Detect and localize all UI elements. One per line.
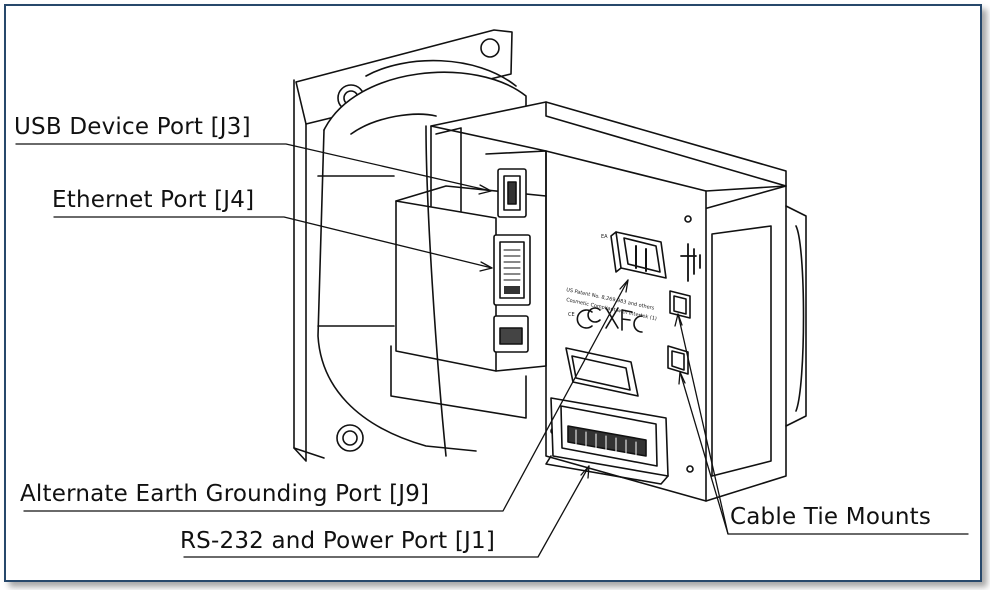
aux-connector xyxy=(493,315,529,353)
svg-text:CE: CE xyxy=(568,312,575,318)
cable-leader-1 xyxy=(677,313,969,535)
ethernet-port-j4 xyxy=(493,234,531,306)
callout-usb-device-port: USB Device Port [J3] xyxy=(14,114,251,140)
usb-leader xyxy=(15,143,492,192)
port-module xyxy=(390,125,547,457)
svg-text:EA: EA xyxy=(601,234,608,240)
cable-leader-2 xyxy=(679,371,729,535)
usb-port-j3 xyxy=(497,168,527,218)
leader-lines xyxy=(15,143,969,558)
ethernet-leader xyxy=(53,216,493,269)
callout-cable-tie-mounts: Cable Tie Mounts xyxy=(730,504,932,530)
cable-tie-mounts xyxy=(667,290,691,375)
callout-alternate-earth-grounding-port: Alternate Earth Grounding Port [J9] xyxy=(20,481,430,507)
figure-frame: CE US Patent No. 8,269,983 and others Co… xyxy=(4,4,982,582)
earth-ground-port-j9 xyxy=(610,231,701,282)
callout-rs232-power-port: RS-232 and Power Port [J1] xyxy=(180,528,495,554)
rs232-leader xyxy=(183,465,590,558)
callout-ethernet-port: Ethernet Port [J4] xyxy=(52,187,255,213)
earth-leader xyxy=(23,279,629,512)
device-line-drawing: CE US Patent No. 8,269,983 and others Co… xyxy=(15,29,969,558)
